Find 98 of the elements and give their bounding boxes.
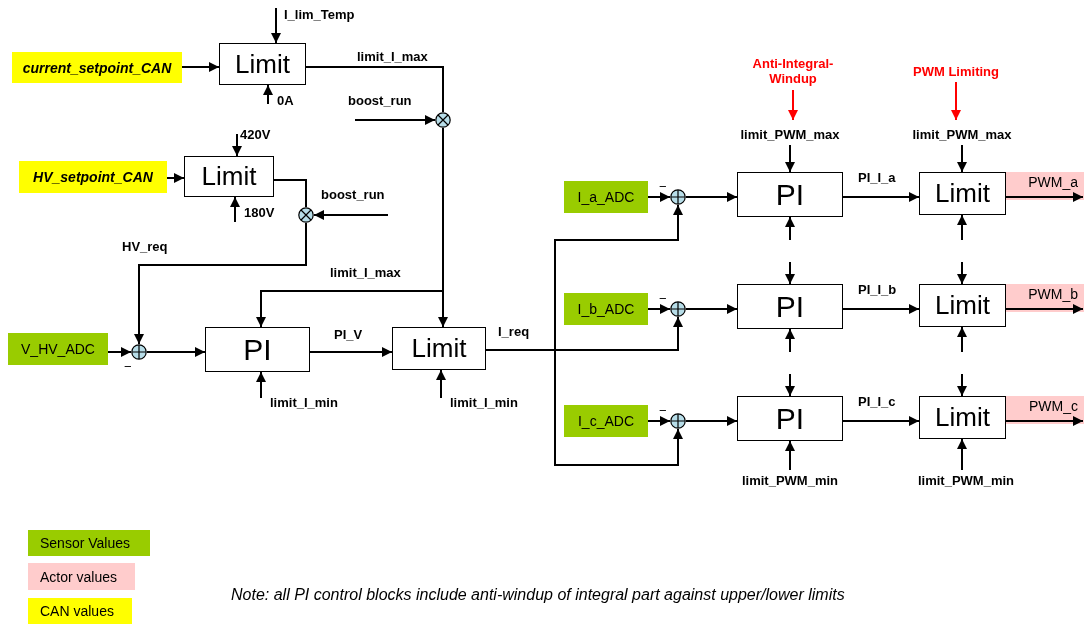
- arrow: [313, 210, 389, 220]
- signal-label: I_lim_Temp: [284, 8, 355, 21]
- arrow: [785, 261, 795, 285]
- signal-label: limit_PWM_max: [912, 128, 1012, 141]
- arrow: [232, 133, 242, 157]
- arrow: [957, 326, 967, 353]
- limit-block: Limit: [919, 396, 1006, 439]
- signal-label: 0A: [277, 94, 294, 107]
- arrow: [788, 89, 798, 121]
- signal-label: limit_I_max: [357, 50, 428, 63]
- legend-item: CAN values: [28, 598, 132, 624]
- arrow: [957, 261, 967, 285]
- signal-label: 180V: [244, 206, 275, 219]
- arrow: [436, 369, 446, 399]
- arrow: [785, 373, 795, 397]
- signal-box: HV_setpoint_CAN: [19, 161, 167, 193]
- arrow: [1005, 192, 1084, 202]
- multiplier-junction: [298, 207, 314, 223]
- arrow: [647, 304, 671, 314]
- summing-junction: [670, 413, 686, 429]
- limit-block: Limit: [919, 172, 1006, 215]
- signal-label: PI_I_b: [858, 283, 897, 296]
- signal-label: boost_run: [348, 94, 412, 107]
- minus-sign: −: [659, 292, 667, 305]
- signal-box: I_c_ADC: [564, 405, 648, 437]
- arrow: [271, 7, 281, 44]
- signal-label: PI_V: [334, 328, 363, 341]
- signal-label: PI_I_a: [858, 171, 896, 184]
- legend-item: Actor values: [28, 563, 135, 590]
- arrow: [785, 440, 795, 471]
- pi-block: PI: [737, 396, 843, 441]
- arrow: [230, 196, 240, 223]
- pi-block: PI: [737, 284, 843, 329]
- connector-line: [273, 179, 307, 208]
- signal-label: 420V: [240, 128, 271, 141]
- arrow: [263, 84, 273, 105]
- summing-junction: [131, 344, 147, 360]
- arrow: [842, 192, 920, 202]
- limit-block: Limit: [219, 43, 306, 85]
- limit-block: Limit: [919, 284, 1006, 327]
- arrow: [957, 144, 967, 173]
- arrow: [785, 216, 795, 241]
- arrow: [685, 304, 738, 314]
- signal-label: limit_I_min: [450, 396, 518, 409]
- signal-label: boost_run: [321, 188, 385, 201]
- signal-label: limit_PWM_max: [740, 128, 840, 141]
- arrow: [647, 416, 671, 426]
- arrow: [354, 115, 436, 125]
- signal-label: limit_I_max: [330, 266, 401, 279]
- arrow: [146, 347, 206, 357]
- pi-block: PI: [205, 327, 310, 372]
- arrow: [842, 304, 920, 314]
- note-text: Note: all PI control blocks include anti-windup of integral part against upper/lower limits: [231, 586, 845, 604]
- signal-box: I_a_ADC: [564, 181, 648, 213]
- minus-sign: −: [659, 404, 667, 417]
- limit-block: Limit: [392, 327, 486, 370]
- signal-box: PWM_b: [1006, 284, 1084, 312]
- signal-box: current_setpoint_CAN: [12, 52, 182, 83]
- arrow: [1005, 416, 1084, 426]
- signal-label: limit_I_min: [270, 396, 338, 409]
- annotation-text: PWM Limiting: [900, 62, 1012, 82]
- multiplier-junction: [435, 112, 451, 128]
- summing-junction: [670, 189, 686, 205]
- annotation-text: Anti-Integral-Windup: [738, 54, 848, 90]
- signal-box: PWM_c: [1006, 396, 1084, 424]
- signal-label: limit_PWM_min: [917, 474, 1015, 487]
- summing-junction: [670, 301, 686, 317]
- arrow: [309, 347, 393, 357]
- arrow: [685, 416, 738, 426]
- arrow: [134, 222, 307, 345]
- arrow: [1005, 304, 1084, 314]
- signal-label: HV_req: [122, 240, 168, 253]
- pi-block: PI: [737, 172, 843, 217]
- minus-sign: −: [124, 360, 132, 373]
- arrow: [181, 62, 220, 72]
- arrow: [785, 144, 795, 173]
- signal-label: limit_PWM_min: [741, 474, 839, 487]
- connector-line: [305, 66, 444, 113]
- arrow: [957, 214, 967, 241]
- arrow: [957, 438, 967, 471]
- arrow: [485, 349, 683, 466]
- signal-box: PWM_a: [1006, 172, 1084, 200]
- minus-sign: −: [659, 180, 667, 193]
- arrow: [166, 173, 185, 183]
- signal-label: PI_I_c: [858, 395, 896, 408]
- arrow: [647, 192, 671, 202]
- arrow: [785, 328, 795, 353]
- arrow: [842, 416, 920, 426]
- arrow: [256, 371, 266, 399]
- signal-box: V_HV_ADC: [8, 333, 108, 365]
- arrow: [107, 347, 132, 357]
- legend-item: Sensor Values: [28, 530, 150, 556]
- arrow: [957, 373, 967, 397]
- signal-label: I_req: [498, 325, 530, 338]
- signal-box: I_b_ADC: [564, 293, 648, 325]
- limit-block: Limit: [184, 156, 274, 197]
- arrow: [685, 192, 738, 202]
- arrow: [951, 81, 961, 121]
